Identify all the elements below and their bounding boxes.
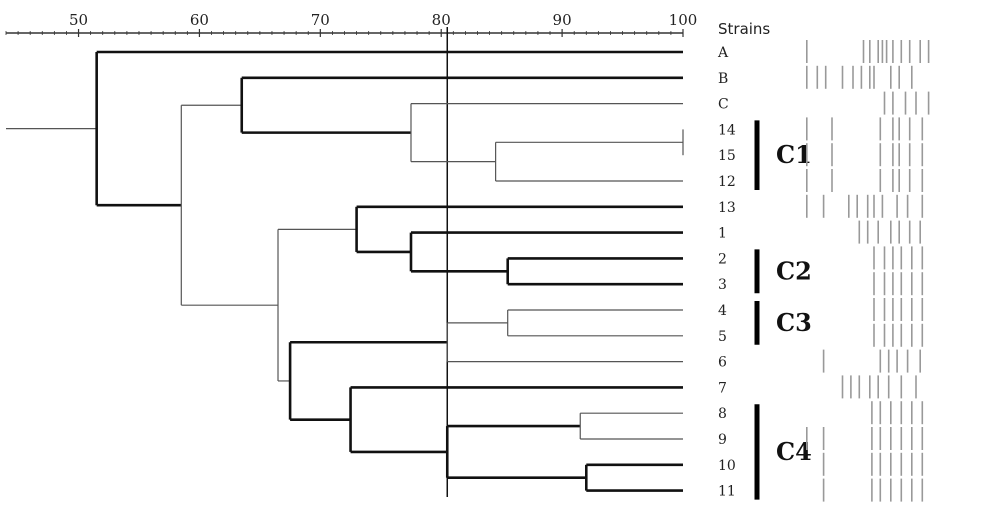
strain-label: 9 xyxy=(718,432,727,448)
gel-band-patterns xyxy=(805,40,930,502)
strain-label: C xyxy=(718,97,729,113)
strain-label: 12 xyxy=(718,174,736,190)
strain-label: 8 xyxy=(718,406,727,422)
axis-tick-label: 70 xyxy=(311,11,330,29)
strain-label: 11 xyxy=(718,484,736,500)
strain-label: 13 xyxy=(718,200,736,216)
strain-label: A xyxy=(717,45,729,61)
strain-label: 10 xyxy=(718,458,736,474)
axis-tick-label: 100 xyxy=(669,11,698,29)
strain-label: 14 xyxy=(718,122,736,138)
axis-tick-label: 80 xyxy=(432,11,451,29)
strain-label: 15 xyxy=(718,148,736,164)
similarity-scale-axis: 50 60 70 80 90 100 xyxy=(5,11,698,497)
strain-label: B xyxy=(718,71,728,87)
strain-label: 6 xyxy=(718,355,727,371)
strain-label: 7 xyxy=(718,380,727,396)
axis-tick-label: 90 xyxy=(553,11,572,29)
cluster-label: C3 xyxy=(776,308,812,337)
axis-tick-label: 60 xyxy=(190,11,209,29)
cluster-label: C4 xyxy=(776,437,812,466)
strain-label: 2 xyxy=(718,251,727,267)
strains-header: Strains xyxy=(718,20,770,38)
cluster-label: C1 xyxy=(776,140,812,169)
cluster-label: C2 xyxy=(776,256,812,285)
axis-tick-label: 50 xyxy=(69,11,88,29)
strain-label: 4 xyxy=(718,303,727,319)
strain-label: 5 xyxy=(718,329,727,345)
strain-label: 1 xyxy=(718,226,727,242)
dendrogram-tree xyxy=(6,50,684,492)
strain-label: 3 xyxy=(718,277,727,293)
